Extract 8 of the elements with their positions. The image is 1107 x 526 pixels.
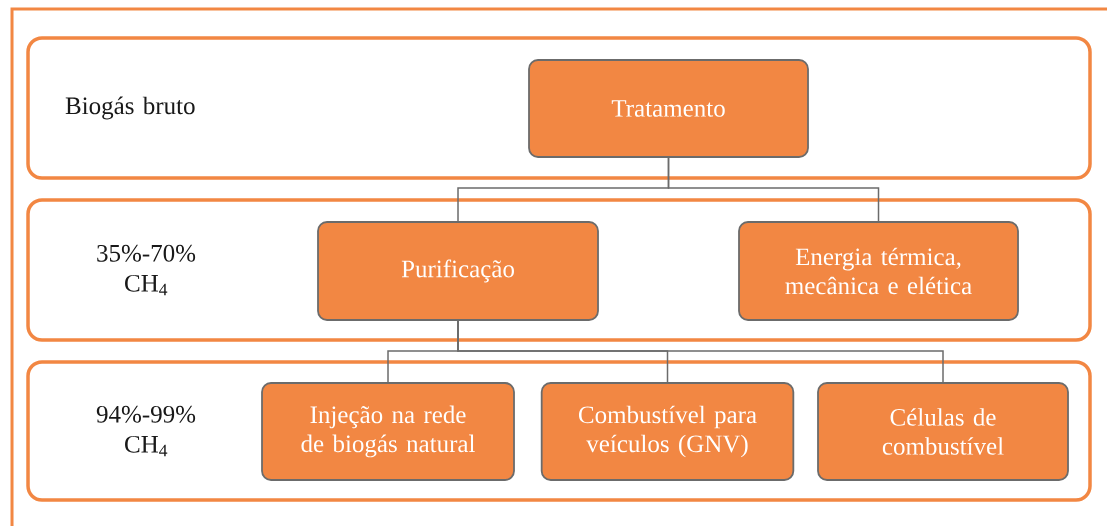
process-box: Tratamento [528,59,809,158]
connector [457,320,944,383]
process-box: Células de combustível [817,382,1069,481]
connector [667,157,880,222]
process-box: Purificação [317,221,599,321]
process-box: Combustível para veículos (GNV) [540,382,795,481]
process-box: Energia térmica, mecânica e elética [738,221,1019,321]
process-box: Injeção na rede de biogás natural [261,382,515,481]
